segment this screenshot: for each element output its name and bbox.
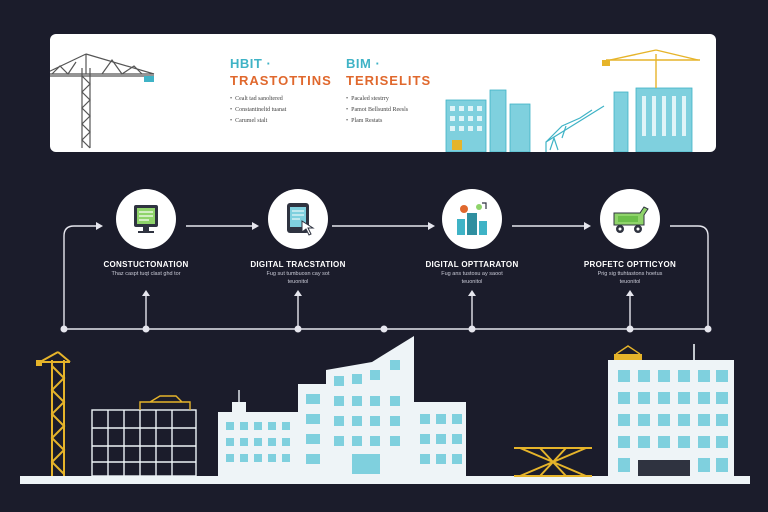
document-monitor-icon xyxy=(134,205,158,233)
building-windows xyxy=(226,360,462,474)
stage-project-optimization: PROFETC OPTTICYON Prig sig ttuhtastons h… xyxy=(565,189,695,286)
hbit-item: Constantineltd tuanat xyxy=(230,107,332,113)
bim-item: Pamot Bellsuntd Reesls xyxy=(346,107,431,113)
city-skyline-illustration xyxy=(20,336,750,484)
stage-icon-circle xyxy=(268,189,328,249)
bim-column: BIM · TERISELITS Pacaled stestrry Pamot … xyxy=(346,56,431,129)
scissor-lift xyxy=(514,447,592,477)
stage-description: Fug sut tumbuosn cay sot teuonitol xyxy=(266,271,330,285)
hbit-column: HBIT · TRASTOTTINS Cealt tad sanoltered … xyxy=(230,56,332,129)
hbit-item: Cealt tad sanoltered xyxy=(230,96,332,102)
stage-digital-transformation: DIGITAL TRACSTATION Fug sut tumbuosn cay… xyxy=(233,189,363,286)
stage-construction: CONSTUCTONATION Thaz caspt tuqt clast gh… xyxy=(81,189,211,279)
stage-digital-operation: DIGITAL OPTTARATON Fug ans tustosu ay sa… xyxy=(407,189,537,286)
stage-description: Prig sig ttuhtastons hoetus teuonitol xyxy=(597,271,663,285)
stage-description: Thaz caspt tuqt clast ghd tor xyxy=(111,271,181,277)
construction-vehicle-icon xyxy=(613,206,649,233)
stage-title: PROFETC OPTTICYON xyxy=(583,260,677,269)
wireframe-building xyxy=(91,409,197,477)
buildings-analytics-icon xyxy=(457,202,487,235)
stage-icon-circle xyxy=(116,189,176,249)
hbit-subheading: TRASTOTTINS xyxy=(230,73,332,88)
ground-line xyxy=(20,476,750,484)
bim-subheading: TERISELITS xyxy=(346,73,432,88)
bim-heading: BIM · xyxy=(346,56,381,71)
info-banner: HBIT · TRASTOTTINS Cealt tad sanoltered … xyxy=(50,34,716,152)
hbit-heading: HBIT · xyxy=(230,56,272,71)
stage-icon-circle xyxy=(442,189,502,249)
tower-crane-icon xyxy=(36,351,71,476)
stage-title: DIGITAL OPTTARATON xyxy=(425,260,519,269)
bim-item: Plam Restats xyxy=(346,118,431,124)
hbit-item: Carumel stalt xyxy=(230,118,332,124)
tower-crane-icon xyxy=(50,53,155,149)
scaffold xyxy=(139,395,191,410)
stage-icon-circle xyxy=(600,189,660,249)
tablet-touch-icon xyxy=(287,203,315,236)
stage-description: Fug ans tustosu ay saoot teuonitol xyxy=(441,271,503,285)
stage-title: CONSTUCTONATION xyxy=(103,260,189,269)
stage-title: DIGITAL TRACSTATION xyxy=(250,260,346,269)
right-building xyxy=(608,344,734,476)
banner-skyline-illustration xyxy=(445,49,700,152)
bim-item: Pacaled stestrry xyxy=(346,96,431,102)
